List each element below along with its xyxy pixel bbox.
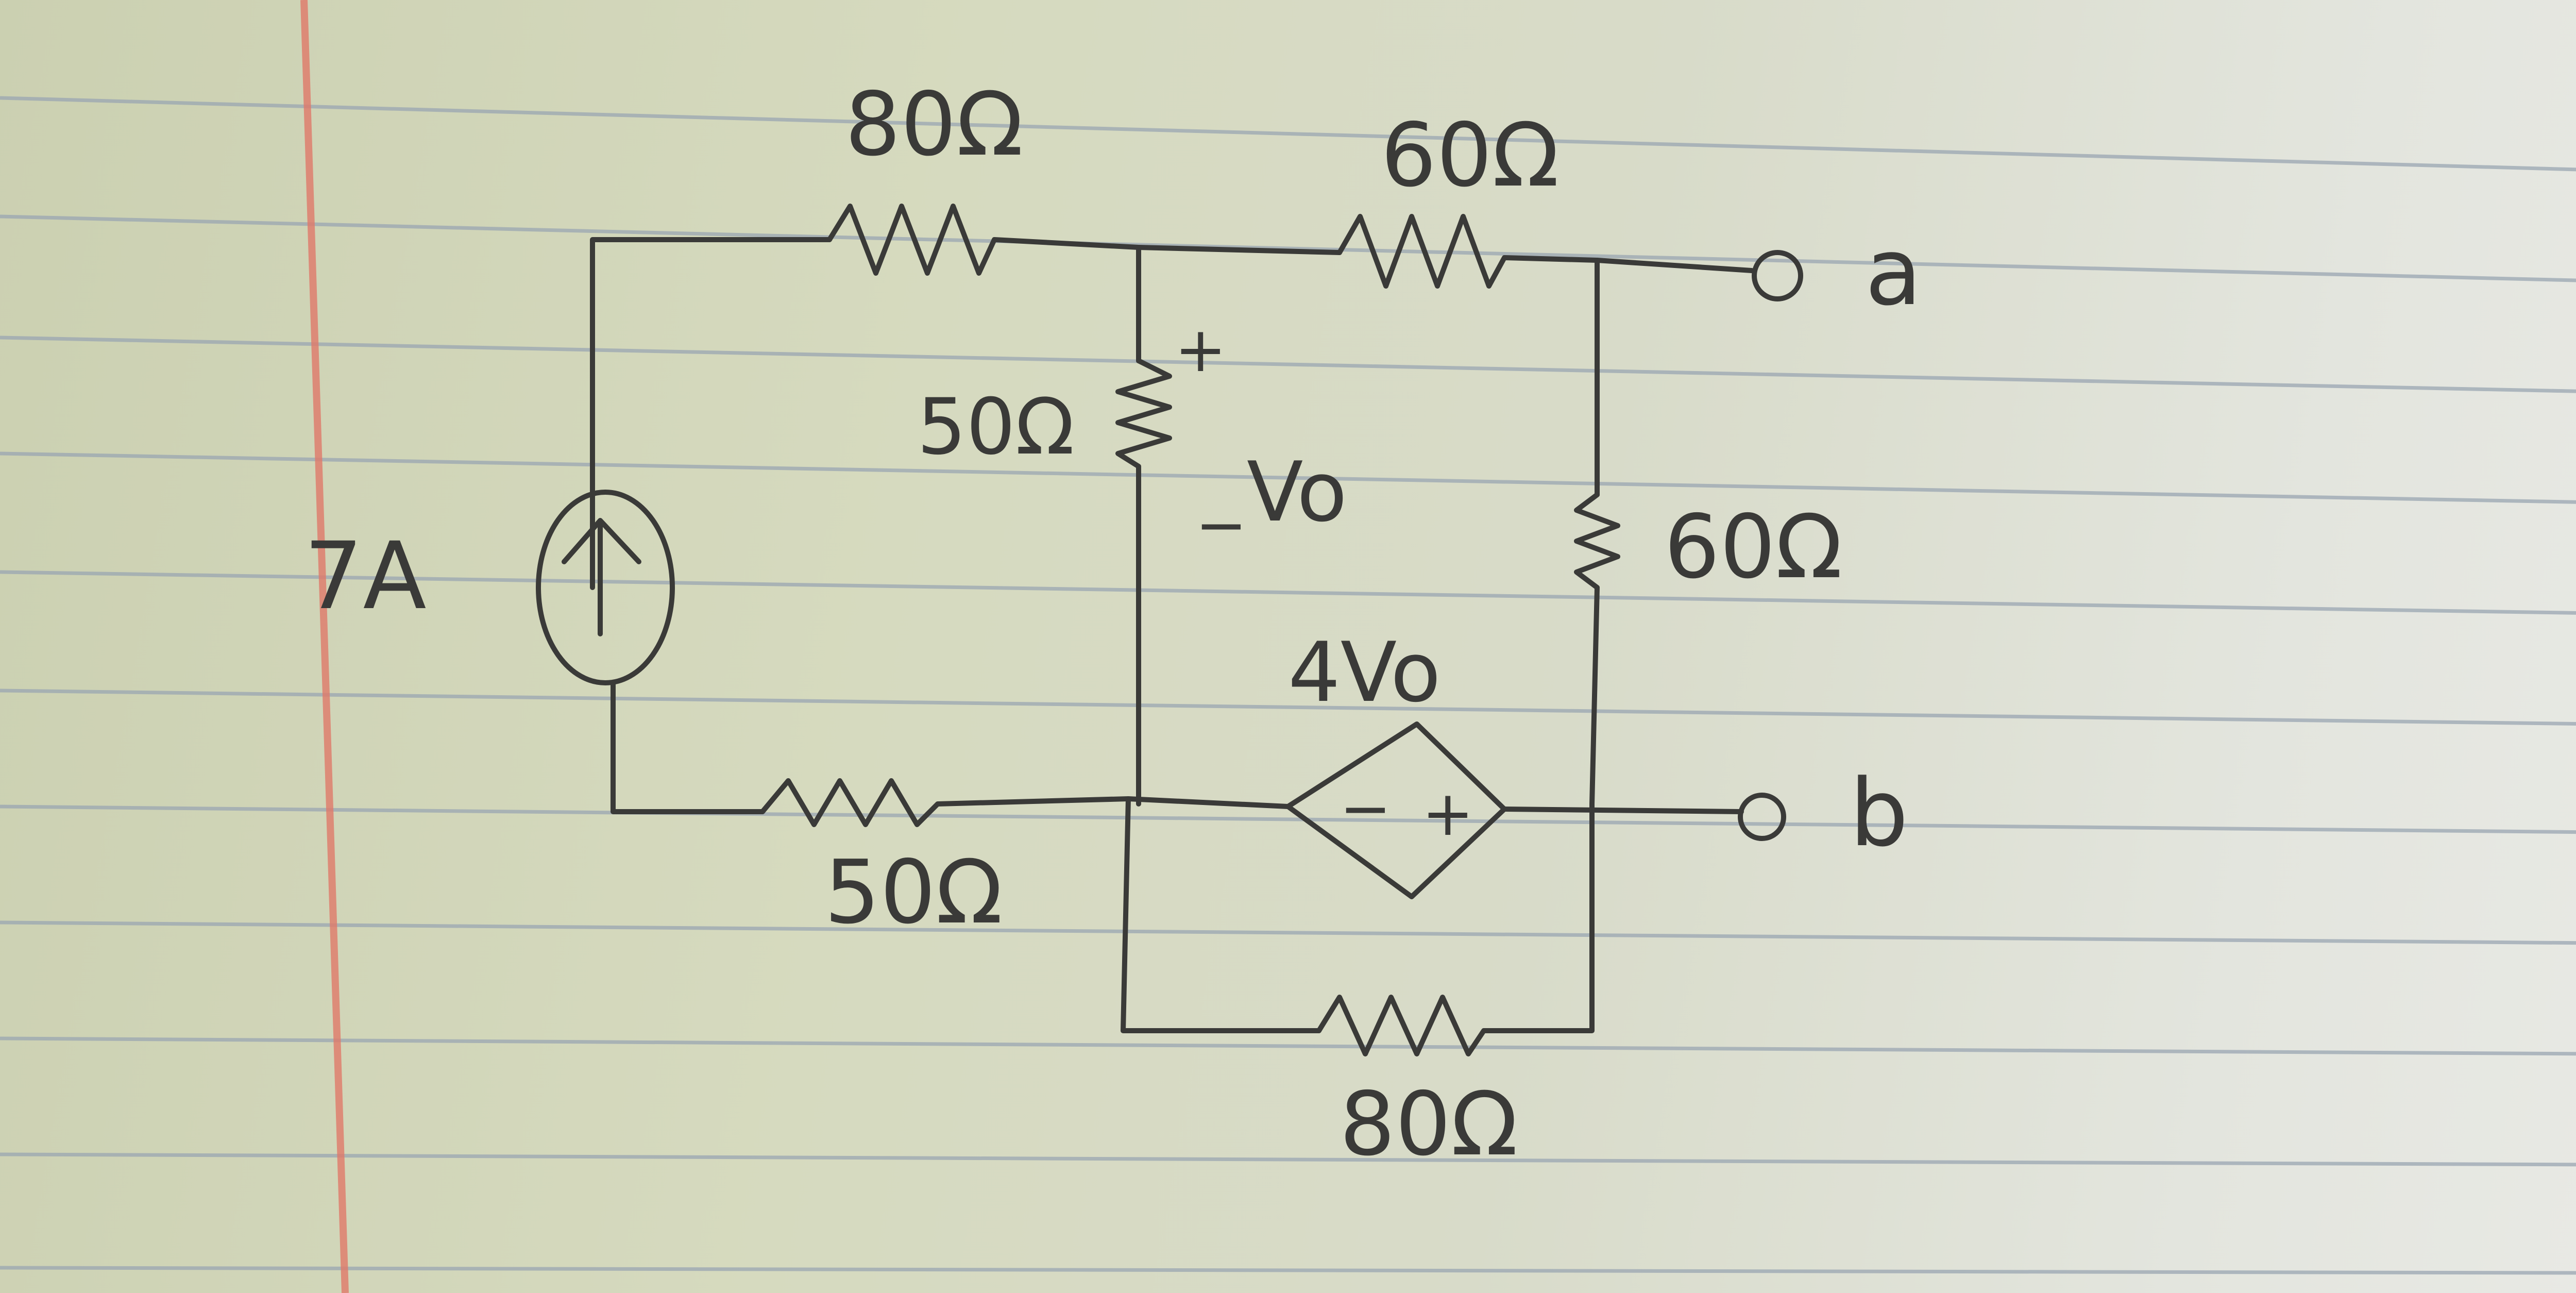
wire-top-mid — [1136, 245, 1342, 255]
wire-top-left — [590, 237, 832, 590]
wire-mid-to-dep — [1126, 796, 1291, 809]
wire-bottom-loop-left — [1121, 796, 1321, 1033]
label-60-vertical: 60Ω — [1664, 496, 1842, 598]
ruled-lines — [0, 96, 2576, 1275]
label-dependent-source: 4Vo — [1288, 624, 1441, 720]
label-50-bottom: 50Ω — [824, 842, 1003, 944]
label-dep-minus: − — [1340, 773, 1392, 845]
resistor-80-top — [827, 204, 1141, 276]
label-dep-plus: + — [1422, 778, 1474, 850]
terminal-b-node — [1738, 793, 1786, 841]
margin-line — [300, 0, 349, 1293]
label-vo: Vo — [1247, 444, 1347, 540]
wire-bottom-left — [611, 680, 765, 814]
resistor-60-top — [1337, 214, 1600, 289]
label-vo-plus: + — [1175, 314, 1227, 386]
label-vo-minus: − — [1195, 490, 1247, 561]
label-terminal-b: b — [1850, 760, 1908, 867]
resistor-80-bottom — [1316, 801, 1595, 1056]
label-80-bottom: 80Ω — [1340, 1073, 1518, 1176]
label-terminal-a: a — [1865, 219, 1922, 326]
wire-dep-to-b — [1502, 807, 1744, 814]
current-source-arrow — [562, 518, 641, 636]
current-source-circle — [536, 490, 675, 685]
label-80-top: 80Ω — [845, 74, 1023, 176]
resistor-50-vertical — [1115, 358, 1172, 807]
label-50-vertical: 50Ω — [917, 382, 1075, 472]
label-current-source: 7A — [304, 523, 427, 630]
label-60-top: 60Ω — [1381, 105, 1559, 207]
wire-to-a — [1595, 258, 1754, 273]
resistor-50-bottom — [760, 778, 1131, 827]
resistor-60-vertical — [1574, 492, 1620, 807]
terminal-a-node — [1752, 250, 1803, 301]
